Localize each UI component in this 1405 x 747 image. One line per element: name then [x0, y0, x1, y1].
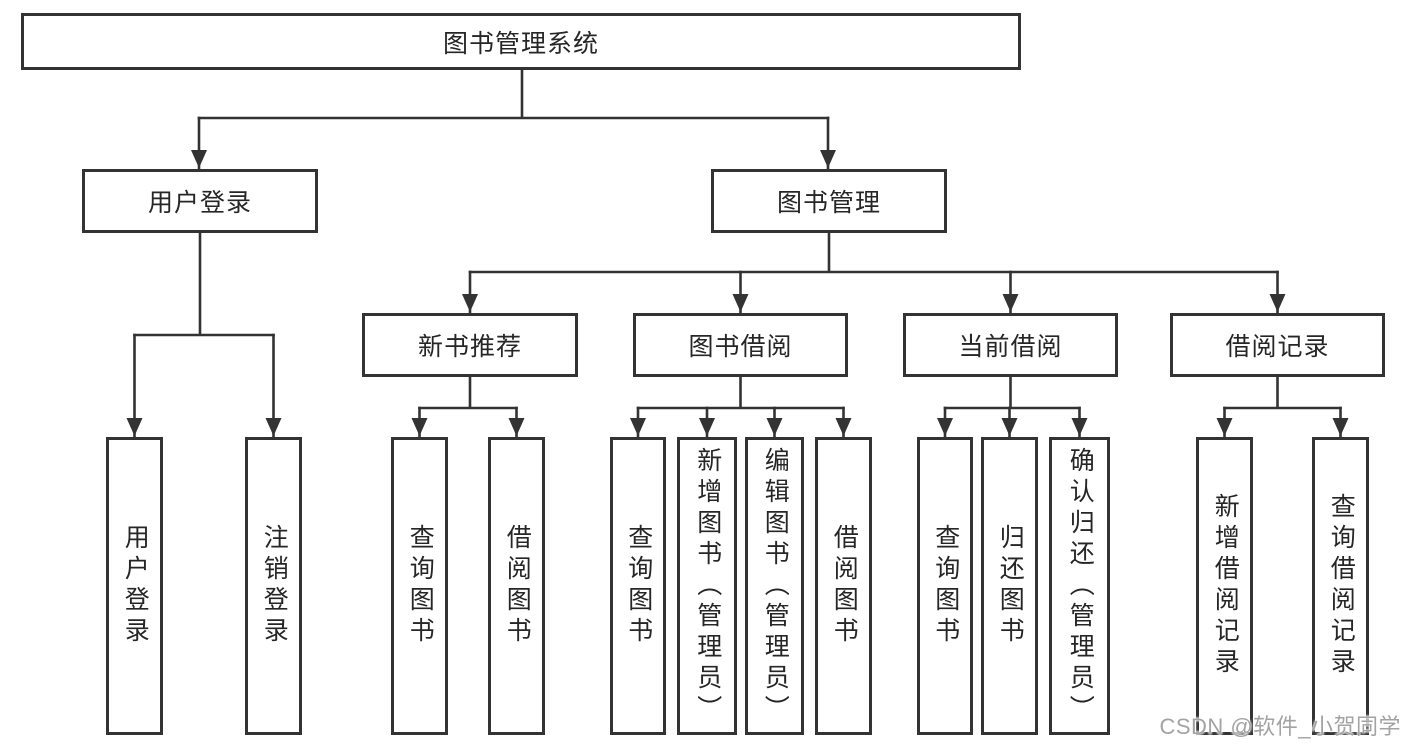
leaf-add-borrow-record: 新增借阅记录 [1196, 437, 1253, 735]
connector-root [197, 68, 830, 120]
leaf-query-books-borrow: 查询图书 [610, 437, 666, 735]
connector-new-book [418, 375, 518, 410]
leaf-add-book-admin-label: 新增图书（管理员） [693, 446, 722, 726]
leaf-borrow-books-recommend-label: 借阅图书 [503, 524, 532, 648]
node-current-borrow: 当前借阅 [903, 313, 1118, 377]
leaf-query-books-borrow-label: 查询图书 [624, 524, 653, 648]
leaf-confirm-return-admin-label: 确认归还（管理员） [1066, 446, 1095, 726]
node-book-borrow: 图书借阅 [633, 313, 848, 377]
leaf-confirm-return-admin: 确认归还（管理员） [1049, 437, 1110, 735]
node-borrow-records: 借阅记录 [1170, 313, 1385, 377]
node-book-borrow-label: 图书借阅 [688, 333, 793, 361]
connector-book-borrow [636, 375, 845, 410]
leaf-logout-label: 注销登录 [260, 524, 289, 648]
node-book-management-label: 图书管理 [776, 189, 881, 217]
leaf-query-borrow-record: 查询借阅记录 [1312, 437, 1369, 735]
node-borrow-records-label: 借阅记录 [1225, 333, 1330, 361]
leaf-return-books: 归还图书 [981, 437, 1038, 735]
leaf-query-books-current-label: 查询图书 [931, 524, 960, 648]
node-current-borrow-label: 当前借阅 [958, 333, 1063, 361]
leaf-add-book-admin: 新增图书（管理员） [677, 437, 737, 735]
leaf-add-borrow-record-label: 新增借阅记录 [1211, 493, 1240, 679]
connector-book-management [468, 231, 1279, 274]
leaf-user-login-label: 用户登录 [121, 524, 150, 648]
node-new-book-recommend: 新书推荐 [362, 313, 578, 377]
leaf-edit-book-admin-label: 编辑图书（管理员） [761, 446, 790, 726]
leaf-logout: 注销登录 [245, 437, 302, 735]
leaf-query-books-recommend: 查询图书 [391, 437, 448, 735]
leaf-borrow-books-label: 借阅图书 [830, 524, 859, 648]
connector-current-borrow [943, 375, 1081, 410]
leaf-borrow-books: 借阅图书 [815, 437, 872, 735]
node-book-management: 图书管理 [711, 169, 947, 233]
node-root-label: 图书管理系统 [442, 29, 599, 58]
leaf-edit-book-admin: 编辑图书（管理员） [745, 437, 804, 735]
csdn-watermark: CSDN @软件_小贺同学 [1159, 714, 1401, 739]
node-user-login: 用户登录 [82, 169, 318, 233]
node-root: 图书管理系统 [21, 13, 1021, 70]
node-user-login-label: 用户登录 [147, 189, 252, 217]
connector-borrow-records [1223, 375, 1342, 410]
node-new-book-recommend-label: 新书推荐 [417, 333, 522, 361]
leaf-query-books-recommend-label: 查询图书 [406, 524, 435, 648]
leaf-query-borrow-record-label: 查询借阅记录 [1327, 493, 1356, 679]
connector-user-login [133, 231, 275, 337]
leaf-borrow-books-recommend: 借阅图书 [488, 437, 545, 735]
leaf-query-books-current: 查询图书 [917, 437, 973, 735]
leaf-return-books-label: 归还图书 [996, 524, 1025, 648]
leaf-user-login: 用户登录 [106, 437, 163, 735]
